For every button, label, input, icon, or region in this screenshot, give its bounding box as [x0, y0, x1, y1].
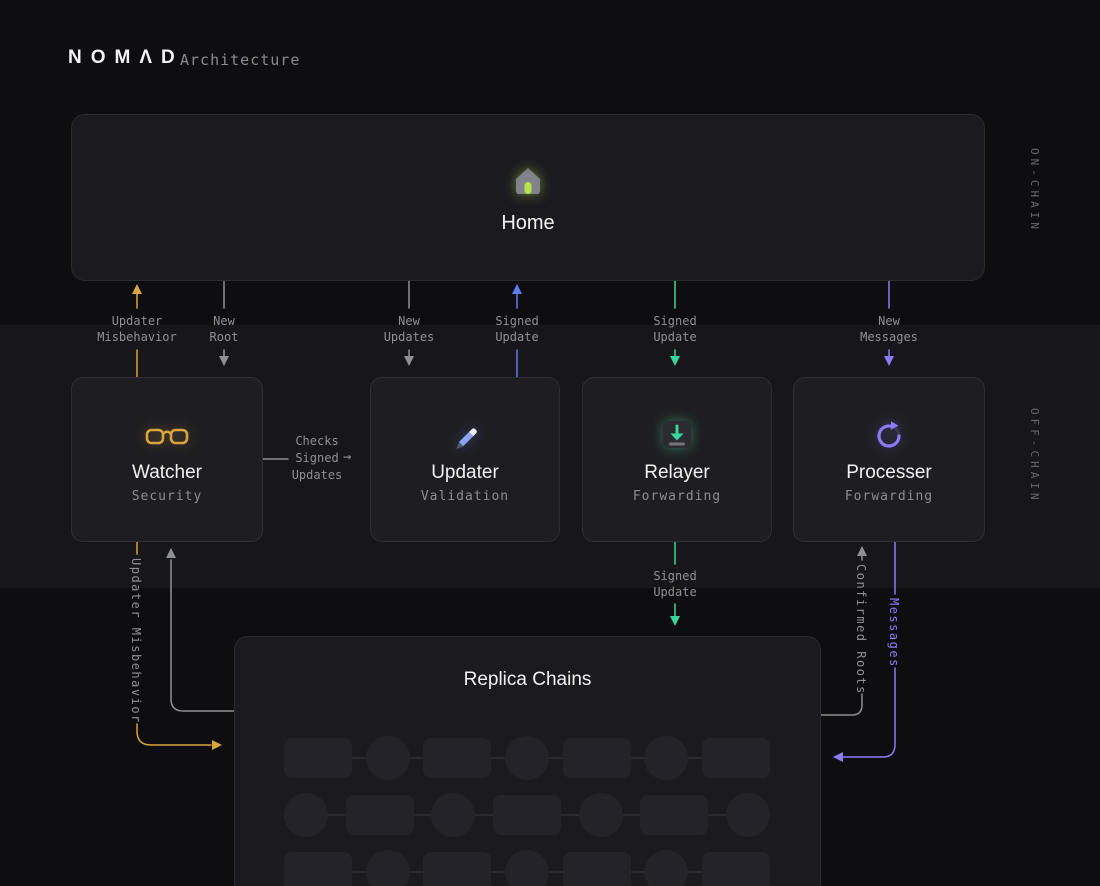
home-icon [508, 160, 548, 202]
glasses-icon [144, 415, 190, 457]
ghost-node-circle [504, 736, 549, 780]
home-card-title: Home [501, 212, 555, 234]
processer-subtitle: Forwarding [844, 489, 934, 504]
label-new-root: New Root [209, 314, 239, 344]
label-messages: Messages [887, 598, 901, 668]
ghost-node-rect [562, 852, 631, 886]
ghost-chain-row [284, 736, 770, 780]
checks-arrow-glyph: → [343, 449, 352, 465]
label-updater-misbehavior: Updater Misbehavior [97, 314, 177, 344]
arrowhead-left [833, 752, 843, 762]
relayer-title: Relayer [644, 462, 710, 483]
relayer-card: Relayer Forwarding [582, 377, 772, 542]
label-confirmed-roots: Confirmed Roots [854, 564, 868, 695]
arrowhead-down [670, 616, 680, 626]
label-signed-update-to-home: Signed Update [495, 314, 539, 344]
processer-title: Processer [846, 462, 932, 483]
watcher-card: Watcher Security [71, 377, 263, 542]
download-icon [658, 415, 696, 457]
replica-chains-card: Replica Chains [234, 636, 821, 886]
ghost-node-circle [365, 850, 410, 886]
arrowhead-up [512, 284, 522, 294]
off-chain-label: OFF-CHAIN [1028, 408, 1041, 504]
ghost-node-rect [423, 852, 492, 886]
ghost-node-rect [284, 852, 352, 886]
label-signed-update-to-replica: Signed Update [653, 569, 697, 599]
on-chain-label: ON-CHAIN [1028, 148, 1041, 233]
ghost-node-circle [725, 793, 770, 837]
pen-icon [447, 415, 483, 457]
ghost-node-rect [345, 795, 414, 835]
ghost-node-circle [644, 736, 689, 780]
ghost-node-rect [423, 738, 492, 778]
page-title: Architecture [180, 51, 301, 69]
ghost-chain-row [284, 850, 770, 886]
arrowhead-right [212, 740, 222, 750]
ghost-node-rect [640, 795, 709, 835]
ghost-node-circle [578, 793, 623, 837]
ghost-node-rect [284, 738, 352, 778]
replica-chains-title: Replica Chains [463, 669, 592, 690]
label-signed-update-to-relayer: Signed Update [653, 314, 697, 344]
updater-subtitle: Validation [420, 489, 510, 504]
home-card: Home [71, 114, 985, 281]
updater-title: Updater [431, 462, 499, 483]
label-new-updates: New Updates [383, 314, 435, 344]
ghost-node-circle [644, 850, 689, 886]
label-updater-misbehavior-vertical: Updater Misbehavior [129, 558, 143, 724]
ghost-node-circle [431, 793, 476, 837]
ghost-node-rect [701, 738, 770, 778]
refresh-icon [871, 415, 907, 457]
processer-card: Processer Forwarding [793, 377, 985, 542]
updater-card: Updater Validation [370, 377, 560, 542]
label-checks-signed-updates: Checks Signed Updates [291, 434, 343, 482]
watcher-title: Watcher [131, 462, 203, 483]
ghost-node-rect [562, 738, 631, 778]
label-new-messages: New Messages [860, 314, 918, 344]
ghost-node-circle [284, 793, 328, 837]
ghost-node-rect [701, 852, 770, 886]
relayer-subtitle: Forwarding [632, 489, 722, 504]
ghost-node-rect [492, 795, 561, 835]
ghost-node-circle [365, 736, 410, 780]
watcher-subtitle: Security [131, 489, 203, 504]
nomad-logo: NOMΛD [68, 47, 184, 68]
arrowhead-up [132, 284, 142, 294]
ghost-chain-row [284, 793, 770, 837]
ghost-node-circle [504, 850, 549, 886]
